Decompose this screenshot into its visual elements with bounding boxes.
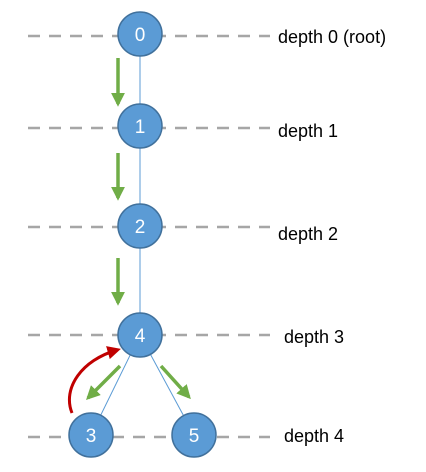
depth-label-3: depth 3 xyxy=(284,327,344,347)
traversal-arrow-n4-n3 xyxy=(86,364,122,400)
tree-node-circle-3 xyxy=(68,412,114,458)
tree-node-4: 4 xyxy=(117,312,163,358)
tree-node-circle-4 xyxy=(117,312,163,358)
tree-node-0: 0 xyxy=(117,11,163,57)
tree-node-circle-5 xyxy=(171,412,217,458)
tree-node-label-2: 2 xyxy=(135,217,146,238)
backtrack-arrow-n3-n4 xyxy=(67,346,121,414)
tree-node-label-4: 4 xyxy=(135,326,146,347)
tree-node-2: 2 xyxy=(117,203,163,249)
tree-node-3: 3 xyxy=(68,412,114,458)
tree-node-1: 1 xyxy=(117,103,163,149)
depth-label-0: depth 0 (root) xyxy=(278,27,386,47)
tree-node-label-3: 3 xyxy=(86,426,97,447)
tree-node-label-0: 0 xyxy=(135,25,146,46)
depth-label-2: depth 2 xyxy=(278,224,338,244)
tree-node-label-1: 1 xyxy=(135,117,146,138)
backtrack-arrow-group xyxy=(67,346,121,414)
depth-label-1: depth 1 xyxy=(278,121,338,141)
depth-labels: depth 0 (root) depth 1 depth 2 depth 3 depth… xyxy=(278,27,386,446)
traversal-arrow-n4-n5 xyxy=(159,364,191,400)
tree-node-label-5: 5 xyxy=(189,426,200,447)
tree-node-5: 5 xyxy=(171,412,217,458)
traversal-arrows xyxy=(86,58,191,400)
depth-label-4: depth 4 xyxy=(284,426,344,446)
tree-node-circle-1 xyxy=(117,103,163,149)
tree-node-circle-0 xyxy=(117,11,163,57)
tree-nodes: 0 1 2 4 3 5 xyxy=(68,11,217,458)
tree-node-circle-2 xyxy=(117,203,163,249)
